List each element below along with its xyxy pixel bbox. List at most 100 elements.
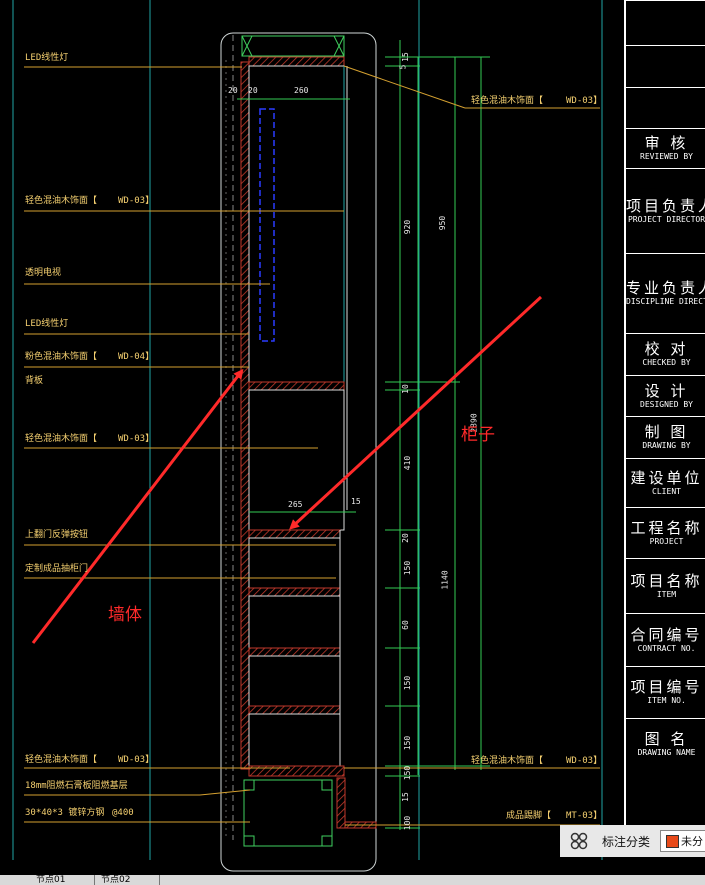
upper-cabinet [248, 65, 345, 383]
annotation-label: 成品踢脚【 [506, 811, 552, 821]
dimension-text: 15 [351, 497, 361, 506]
annotation-code: WD-04】 [118, 352, 155, 362]
sheet-tab-bar: 节点01 节点02 [0, 875, 705, 885]
annotation-label: 背板 [25, 376, 44, 386]
dimension-text: 150 [403, 560, 413, 576]
title-block-row [626, 0, 705, 45]
annotation-code: WD-03】 [566, 96, 603, 106]
title-block-label-cn: 项目负责人 [626, 196, 705, 215]
title-block-label-cn: 设 计 [644, 381, 689, 400]
grid-lines [12, 0, 603, 860]
shelf-hatch [248, 381, 345, 391]
title-block-label-cn: 项目编号 [630, 678, 703, 696]
title-block-label-en: CHECKED BY [642, 358, 691, 367]
leader-lines [24, 65, 600, 826]
annotation-label: 30*40*3 镀锌方钢 [25, 808, 105, 818]
tv-outline [259, 108, 275, 342]
annotation-code: MT-03】 [566, 811, 603, 821]
title-block-row [626, 87, 705, 128]
title-block-label-en: DRAWING BY [642, 441, 691, 450]
dimension-text: 20 [228, 86, 238, 95]
dimension-text: 150 [403, 735, 413, 751]
title-block-row: 专业负责人DISCIPLINE DIRECTOR [626, 253, 705, 333]
top-frame [241, 35, 345, 57]
title-block-label-cn: 图 名 [644, 730, 689, 748]
title-block-label-en: REVIEWED BY [640, 152, 693, 161]
tab-node-02[interactable]: 节点02 [95, 875, 160, 885]
category-select[interactable]: 未分 [660, 830, 705, 852]
top-panel-hatch [248, 56, 345, 67]
annotation-code: @400 [112, 808, 134, 818]
title-block-label-cn: 校 对 [644, 340, 689, 358]
title-block-label-cn: 工程名称 [630, 518, 703, 537]
annotation-label: 轻色混油木饰面【 [471, 756, 544, 766]
wall-note: 墙体 [108, 605, 142, 625]
annotation-label: 18mm阻燃石膏板阻燃基层 [25, 781, 128, 791]
title-block-label-en: CLIENT [652, 486, 681, 496]
title-block-label-cn: 合同编号 [630, 625, 703, 644]
dimension-text: 5 [398, 64, 408, 70]
title-block-label-en: PROJECT [649, 536, 684, 546]
skirting-hatch [336, 777, 346, 829]
annotation-code: WD-03】 [118, 196, 155, 206]
category-value: 未分 [681, 835, 703, 848]
dimension-text: 265 [288, 500, 303, 509]
annotation-label: 粉色混油木饰面【 [25, 352, 98, 362]
annotation-category-bar[interactable]: 标注分类 未分 [560, 825, 705, 857]
title-block-label-cn: 审 核 [644, 134, 689, 152]
wall-arrow [31, 368, 244, 644]
title-block-label-cn: 项目名称 [630, 571, 703, 590]
dimension-text: 150 [403, 675, 413, 691]
title-block-row: 项目负责人PROJECT DIRECTOR [626, 168, 705, 253]
annotation-label: LED线性灯 [25, 319, 69, 329]
dimension-text: 100 [403, 815, 413, 831]
base-hatch [248, 765, 345, 777]
dimension-text: 260 [294, 86, 309, 95]
annotation-label: 定制成品抽柜门 [25, 564, 89, 574]
base-frame [243, 779, 333, 847]
annotation-category-label: 标注分类 [602, 835, 651, 849]
section-outline [220, 32, 377, 872]
title-block-label-en: DRAWING NAME [637, 748, 696, 757]
title-block-label-en: ITEM NO. [647, 696, 686, 705]
title-block-label-cn: 专业负责人 [626, 279, 705, 297]
annotation-label: 透明电视 [25, 268, 62, 278]
color-swatch [666, 835, 679, 848]
annotation-code: WD-03】 [118, 434, 155, 444]
title-block-label-cn: 制 图 [644, 423, 689, 441]
title-block-label-en: CONTRACT NO. [637, 643, 696, 653]
drawers [248, 529, 341, 767]
wall-hatch [240, 61, 250, 770]
annotation-code: WD-03】 [566, 756, 603, 766]
dimension-lines [237, 40, 490, 830]
annotation-label: 轻色混油木饰面【 [25, 196, 98, 206]
dimension-text: 15 [400, 52, 410, 62]
tab-node-01[interactable]: 节点01 [30, 875, 95, 885]
layers-icon[interactable] [570, 832, 588, 850]
dimension-text: 950 [438, 215, 448, 231]
title-block-label-en: ITEM [656, 589, 677, 599]
title-block-label-en: DISCIPLINE DIRECTOR [626, 297, 705, 306]
annotation-label: 轻色混油木饰面【 [25, 434, 98, 444]
title-block-row [626, 45, 705, 87]
annotation-label: 轻色混油木饰面【 [471, 96, 544, 106]
title-block-label-cn: 建设单位 [630, 468, 703, 487]
title-block-label-en: DESIGNED BY [640, 399, 693, 409]
annotation-label: 上翻门反弹按钮 [25, 530, 89, 540]
dimension-text: 60 [400, 620, 410, 630]
cabinet-note: 柜子 [461, 425, 495, 445]
dimension-text: 10 [400, 384, 410, 394]
dimension-text: 1140 [440, 570, 450, 590]
title-block-label-en: PROJECT DIRECTOR [627, 214, 705, 224]
